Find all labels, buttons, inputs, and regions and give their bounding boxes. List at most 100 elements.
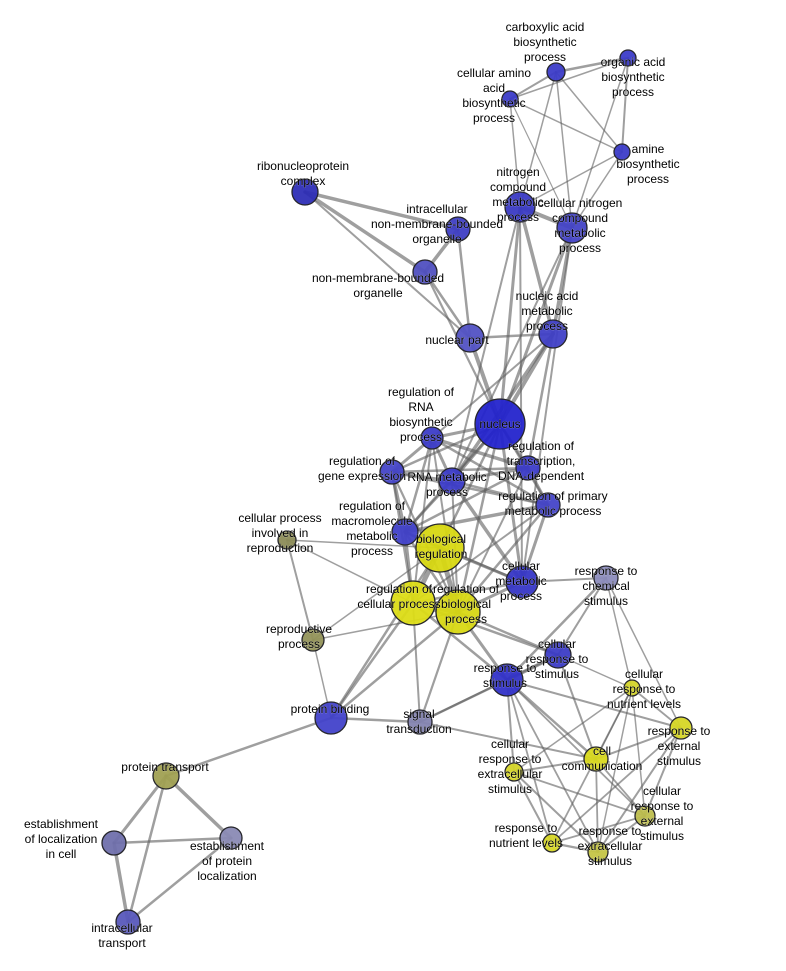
- node-cellular-metabolic-process[interactable]: [505, 565, 539, 599]
- node-signal-transduction[interactable]: [407, 709, 433, 735]
- node-regulation-of-transcription-dna-dependent[interactable]: [515, 455, 541, 481]
- graph-edge: [521, 227, 573, 583]
- node-regulation-of-rna-biosynthetic-process[interactable]: [420, 426, 444, 450]
- node-regulation-of-gene-expression[interactable]: [379, 459, 405, 485]
- graph-edge: [126, 774, 168, 924]
- node-cellular-process-involved-in-reproduction[interactable]: [277, 530, 297, 550]
- graph-edge: [513, 771, 646, 817]
- node-cellular-response-to-stimulus[interactable]: [544, 641, 572, 669]
- graph-edge: [557, 654, 597, 760]
- node-carboxylic-acid-biosynthetic-process[interactable]: [546, 62, 566, 82]
- node-cellular-nitrogen-compound-metabolic-process[interactable]: [556, 212, 588, 244]
- node-regulation-of-biological-process[interactable]: [435, 589, 481, 635]
- node-nitrogen-compound-metabolic-process[interactable]: [504, 191, 536, 223]
- graph-edge: [509, 98, 623, 153]
- graph-edge: [112, 774, 168, 845]
- graph-edge: [509, 98, 521, 208]
- node-organic-acid-biosynthetic-process[interactable]: [619, 49, 637, 67]
- graph-edge: [112, 836, 233, 845]
- graph-edge: [509, 57, 629, 100]
- graph-edge: [644, 727, 682, 817]
- node-rna-metabolic-process[interactable]: [438, 467, 466, 495]
- node-response-to-chemical-stimulus[interactable]: [593, 565, 619, 591]
- node-nucleus[interactable]: [474, 398, 526, 450]
- node-reproductive-process[interactable]: [301, 628, 325, 652]
- graph-edge: [506, 679, 682, 729]
- node-nuclear-part[interactable]: [455, 323, 485, 353]
- node-cell-communication[interactable]: [583, 746, 609, 772]
- node-cellular-response-to-external-stimulus[interactable]: [634, 805, 656, 827]
- node-intracellular-non-membrane-bounded-organelle[interactable]: [445, 216, 471, 242]
- node-protein-transport[interactable]: [152, 762, 180, 790]
- node-response-to-external-stimulus[interactable]: [669, 716, 693, 740]
- graph-edge: [451, 206, 521, 482]
- graph-edge: [456, 503, 550, 614]
- node-cellular-response-to-nutrient-levels[interactable]: [623, 679, 641, 697]
- node-intracellular-transport[interactable]: [115, 909, 141, 935]
- node-establishment-of-protein-localization[interactable]: [219, 826, 243, 850]
- node-biological-regulation[interactable]: [415, 523, 465, 573]
- graph-edge: [329, 601, 415, 720]
- node-ribonucleoprotein-complex[interactable]: [291, 178, 319, 206]
- graph-edge: [551, 727, 682, 844]
- node-establishment-of-localization-in-cell[interactable]: [101, 830, 127, 856]
- graph-edge: [412, 437, 433, 604]
- graph-edge: [506, 679, 646, 817]
- graph-edge: [329, 610, 460, 720]
- node-response-to-stimulus[interactable]: [490, 663, 524, 697]
- graph-edge: [605, 577, 633, 689]
- graph-edge: [312, 611, 459, 641]
- graph-edge: [513, 771, 553, 844]
- node-non-membrane-bounded-organelle[interactable]: [412, 259, 438, 285]
- node-cellular-response-to-extracellular-stimulus[interactable]: [504, 762, 524, 782]
- node-response-to-nutrient-levels[interactable]: [542, 833, 562, 853]
- graph-edge: [164, 716, 333, 778]
- node-regulation-of-cellular-process[interactable]: [390, 580, 436, 626]
- graph-edge: [518, 205, 555, 336]
- node-label-protein-binding: protein binding: [291, 702, 370, 716]
- node-nucleic-acid-metabolic-process[interactable]: [538, 319, 568, 349]
- node-regulation-of-macromolecule-metabolic-process[interactable]: [391, 518, 419, 546]
- graph-edge: [519, 71, 557, 208]
- graph-edge: [509, 98, 573, 229]
- graph-edge: [286, 539, 314, 641]
- graph-edge: [304, 191, 471, 339]
- node-response-to-extracellular-stimulus[interactable]: [587, 841, 609, 863]
- graph-edge: [505, 576, 608, 682]
- graph-edge: [621, 57, 629, 153]
- graph-edge: [513, 687, 633, 773]
- graph-edge: [605, 577, 682, 729]
- graph-edge: [286, 539, 441, 549]
- graph-edge: [430, 436, 550, 507]
- node-cellular-amino-acid-biosynthetic-process[interactable]: [501, 90, 519, 108]
- graph-edge: [430, 436, 530, 470]
- graph-edge: [513, 771, 599, 853]
- node-protein-binding[interactable]: [314, 701, 348, 735]
- node-regulation-of-primary-metabolic-process[interactable]: [535, 492, 561, 518]
- graph-edge: [451, 227, 573, 482]
- node-label-protein-transport: protein transport: [121, 760, 209, 774]
- node-amine-biosynthetic-process[interactable]: [613, 143, 631, 161]
- graph-edge: [456, 227, 472, 340]
